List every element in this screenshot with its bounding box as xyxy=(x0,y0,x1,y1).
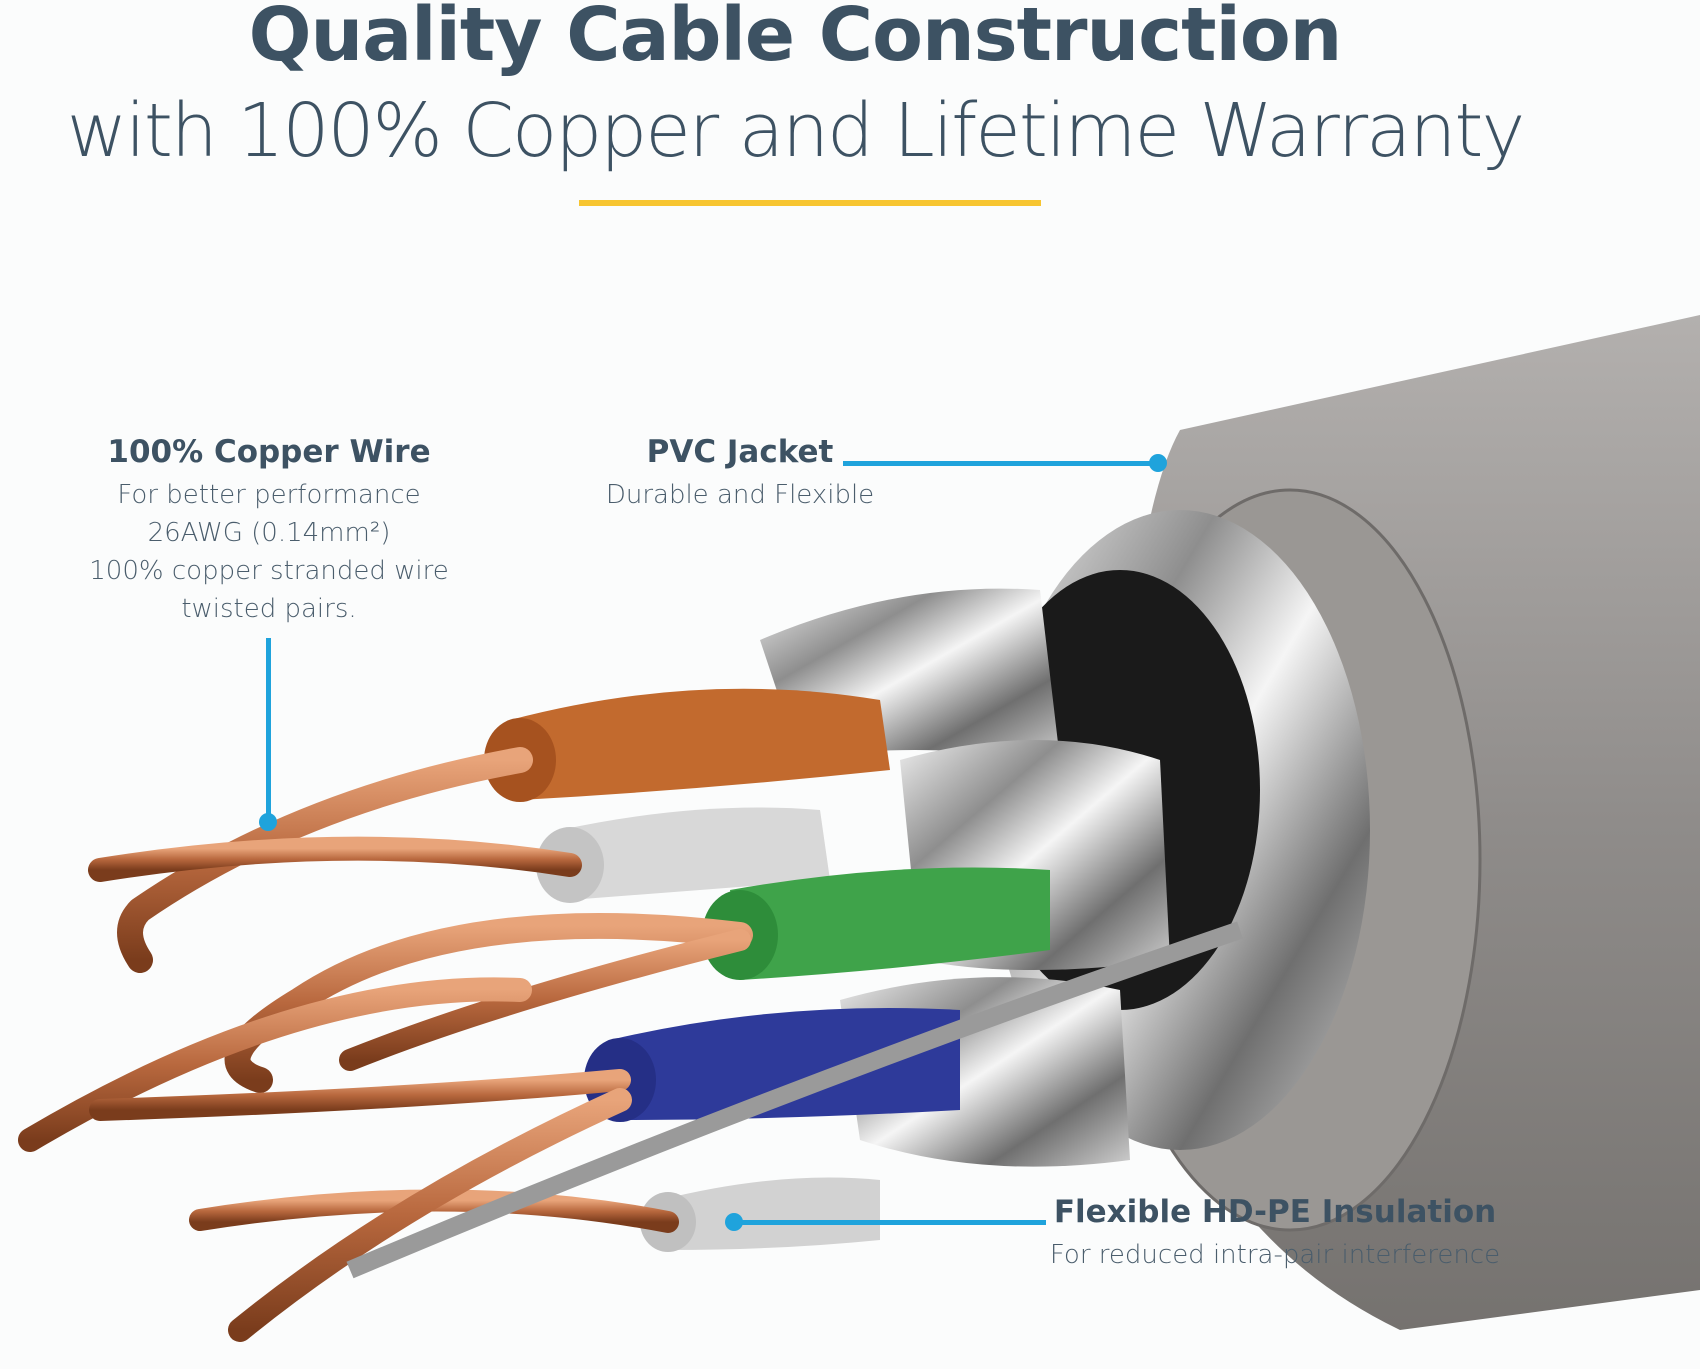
copper-desc-line: 26AWG (0.14mm²) xyxy=(147,518,391,548)
jacket-callout-line xyxy=(843,461,1158,466)
copper-callout-dot xyxy=(259,813,277,831)
pvc-jacket-description: Durable and Flexible xyxy=(605,480,875,510)
copper-callout-line xyxy=(266,638,271,822)
copper-wire-description: For better performance 26AWG (0.14mm²) 1… xyxy=(69,476,469,628)
insulation-callout-dot xyxy=(725,1213,743,1231)
copper-desc-line: twisted pairs. xyxy=(181,594,357,624)
pvc-jacket-heading: PVC Jacket xyxy=(646,434,834,470)
insulation-description: For reduced intra-pair interference xyxy=(1049,1240,1501,1270)
copper-strands xyxy=(18,747,753,1342)
copper-desc-line: For better performance xyxy=(117,480,421,510)
insulation-callout-line xyxy=(734,1220,1046,1225)
copper-wire-heading: 100% Copper Wire xyxy=(107,434,431,470)
title-underline xyxy=(579,200,1041,206)
page-title: Quality Cable Construction xyxy=(248,0,1343,78)
jacket-callout-dot xyxy=(1149,454,1167,472)
insulation-heading: Flexible HD-PE Insulation xyxy=(1053,1194,1497,1230)
copper-desc-line: 100% copper stranded wire xyxy=(89,556,449,586)
drain-wire xyxy=(346,921,1243,1279)
page-subtitle: with 100% Copper and Lifetime Warranty xyxy=(66,88,1525,174)
